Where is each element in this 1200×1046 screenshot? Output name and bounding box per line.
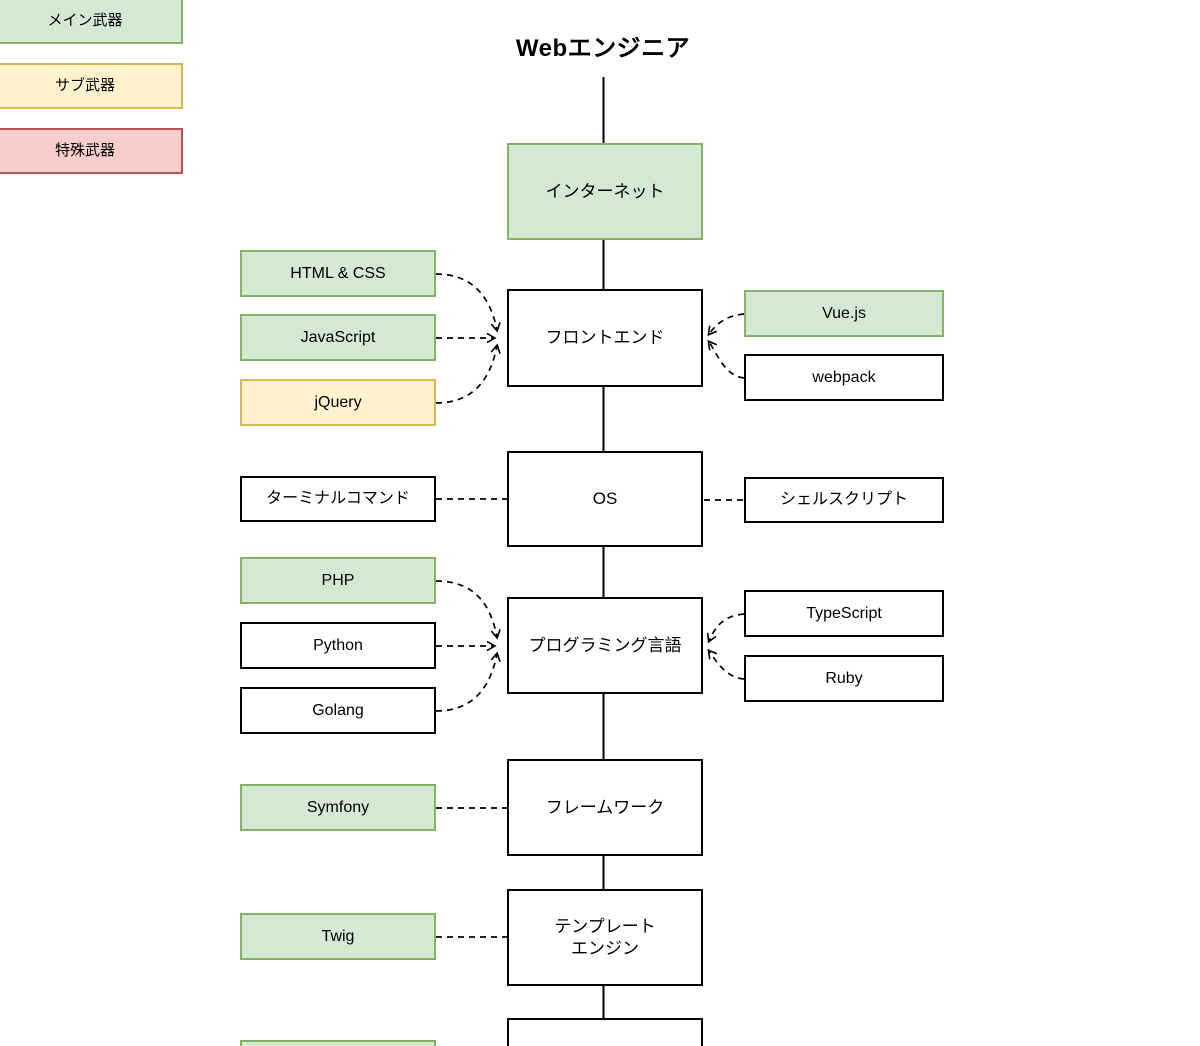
node-html-css: HTML & CSS — [240, 250, 436, 297]
node-os-label: OS — [592, 489, 618, 509]
node-terminal-command-label: ターミナルコマンド — [266, 490, 410, 507]
node-next-cutoff — [507, 1018, 703, 1046]
legend-sub-weapon-label: サブ武器 — [54, 76, 115, 94]
node-html-css-label: HTML & CSS — [290, 264, 386, 282]
node-typescript: TypeScript — [744, 590, 944, 637]
node-vuejs-label: Vue.js — [822, 304, 866, 322]
languages-right-links — [706, 613, 745, 680]
node-javascript-label: JavaScript — [300, 328, 376, 346]
node-shell-script-label: シェルスクリプト — [779, 491, 908, 508]
legend-special-weapon-label: 特殊武器 — [54, 141, 115, 159]
legend-main-weapon-label: メイン武器 — [47, 11, 123, 29]
node-symfony-label: Symfony — [306, 798, 370, 816]
node-golang: Golang — [240, 687, 436, 734]
node-internet-label: インターネット — [545, 181, 665, 201]
node-python-label: Python — [313, 636, 363, 654]
node-os: OS — [507, 451, 703, 547]
node-template-engine: テンプレートエンジン — [507, 889, 703, 986]
page-title: Webエンジニア — [515, 35, 691, 62]
node-php-label: PHP — [321, 571, 355, 589]
node-programming-language-label: プログラミング言語 — [528, 635, 682, 655]
node-twig: Twig — [240, 913, 436, 960]
node-bottom-left-cutoff — [240, 1040, 436, 1046]
node-typescript-label: TypeScript — [806, 604, 882, 622]
legend-special-weapon: 特殊武器 — [0, 128, 183, 174]
legend-sub-weapon: サブ武器 — [0, 63, 183, 109]
node-jquery: jQuery — [240, 379, 436, 426]
node-python: Python — [240, 622, 436, 669]
node-symfony: Symfony — [240, 784, 436, 831]
node-programming-language: プログラミング言語 — [507, 597, 703, 694]
node-webpack-label: webpack — [812, 368, 876, 386]
legend-main-weapon: メイン武器 — [0, 0, 183, 44]
node-framework-label: フレームワーク — [545, 797, 665, 817]
frontend-left-links — [435, 273, 501, 404]
node-twig-label: Twig — [321, 927, 355, 945]
node-javascript: JavaScript — [240, 314, 436, 361]
node-vuejs: Vue.js — [744, 290, 944, 337]
dashed-links — [436, 498, 744, 938]
node-shell-script: シェルスクリプト — [744, 477, 944, 523]
node-ruby-label: Ruby — [825, 669, 863, 687]
node-frontend-label: フロントエンド — [545, 328, 665, 348]
node-jquery-label: jQuery — [314, 393, 362, 411]
languages-left-links — [435, 580, 501, 712]
node-ruby: Ruby — [744, 655, 944, 702]
node-php: PHP — [240, 557, 436, 604]
frontend-right-links — [707, 313, 745, 379]
node-frontend: フロントエンド — [507, 289, 703, 387]
node-terminal-command: ターミナルコマンド — [240, 476, 436, 522]
node-internet: インターネット — [507, 143, 703, 240]
node-webpack: webpack — [744, 354, 944, 401]
node-golang-label: Golang — [312, 701, 364, 719]
node-framework: フレームワーク — [507, 759, 703, 856]
node-template-engine-label: テンプレートエンジン — [554, 917, 656, 958]
